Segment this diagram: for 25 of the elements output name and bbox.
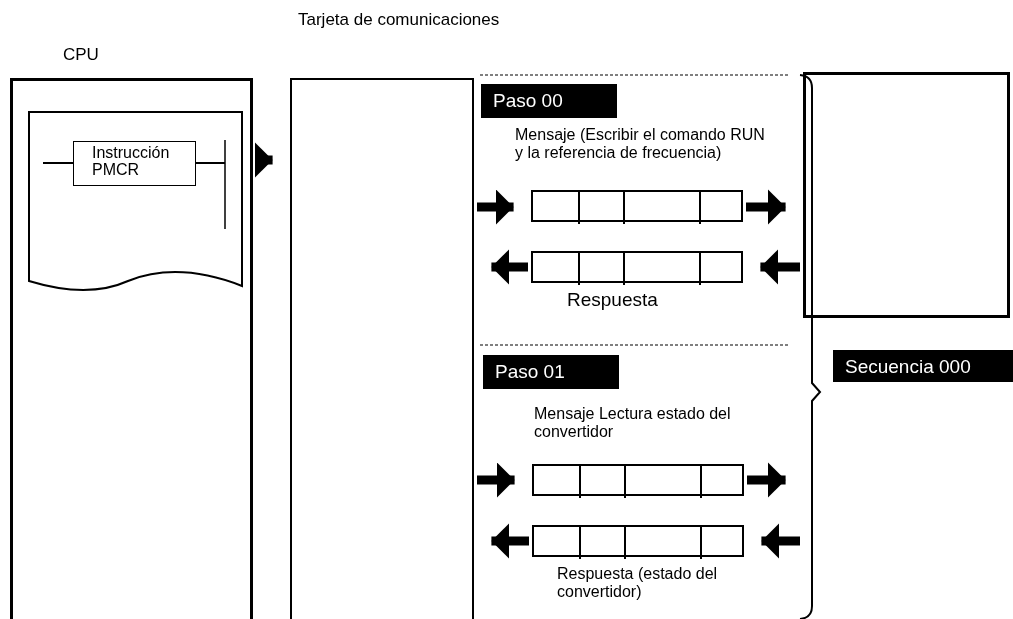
instruction-box <box>73 141 196 186</box>
block-arrow <box>760 249 800 285</box>
step-tag <box>833 350 1013 382</box>
block-arrow <box>747 462 786 498</box>
frame-caption: Respuesta <box>567 289 659 311</box>
frame-caption: Respuesta (estado del convertidor) <box>557 565 719 602</box>
message-caption: Mensaje (Escribir el comando RUN y la referencia de frecuencia) <box>515 126 765 163</box>
block-arrow <box>477 462 515 498</box>
message-frame <box>531 190 743 222</box>
step-tag <box>483 355 619 389</box>
block-arrow <box>491 523 529 559</box>
step-label: Secuencia 000 <box>845 356 971 378</box>
step-tag <box>481 84 617 118</box>
panel-heading: CPU <box>63 45 99 65</box>
instruction-label: Instrucción PMCR <box>92 145 171 179</box>
step-label: Paso 00 <box>493 90 563 112</box>
block-arrow <box>761 523 800 559</box>
device-panel <box>803 72 1010 318</box>
block-arrow <box>477 189 514 225</box>
step-label: Paso 01 <box>495 361 565 383</box>
block-arrow <box>254 142 273 178</box>
block-arrow <box>491 249 528 285</box>
frame-caption: Mensaje Lectura estado del convertidor <box>534 405 732 442</box>
block-arrow <box>746 189 786 225</box>
panel-heading: Tarjeta de comunicaciones <box>298 10 500 30</box>
